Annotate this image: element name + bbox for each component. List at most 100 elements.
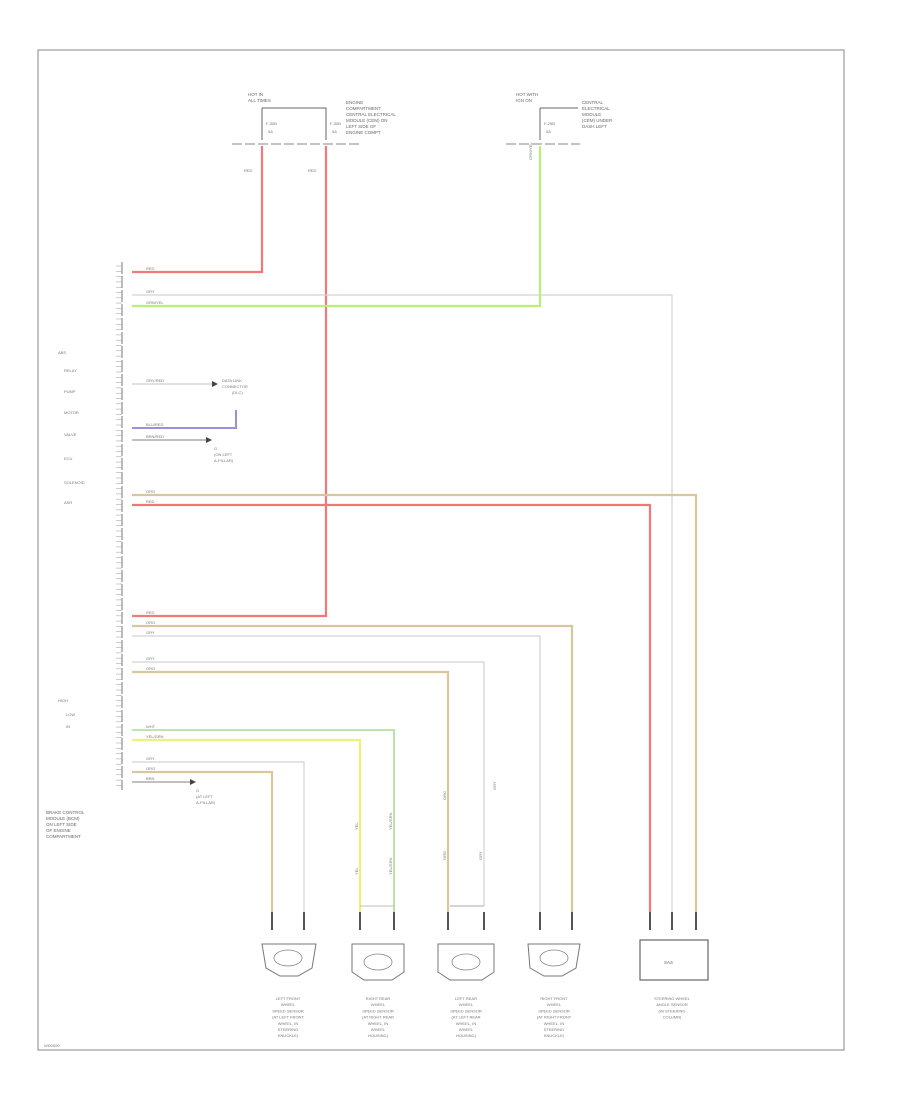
label-org-lr: ORG [146, 666, 155, 671]
label-vert-grn-1: YEL/GRN [388, 812, 393, 830]
ground-ref-mid: G (ON LEFT A-PILLAR) [206, 437, 234, 463]
steering-wheel-angle-sensor: SAS [639, 939, 709, 981]
fuse-left-header-2: ALL TIMES [248, 98, 271, 103]
label-vert-org-lr2: ORG [442, 851, 447, 860]
label-grn-yel-pin4: GRN/YEL [146, 300, 164, 305]
component-caption-yaw-0: STEERING WHEEL [654, 996, 691, 1001]
label-org-rf: ORG [146, 620, 155, 625]
brake-control-module-connector [116, 262, 123, 790]
label-red-fuse: RED [146, 610, 155, 615]
connector-pin-ticks [116, 265, 122, 786]
label-vert-yel-2: YEL [354, 867, 359, 875]
wire-grn-yel-ign [132, 146, 542, 308]
wire-labels: RED RED RED GRY GRN/YEL GRY/RED BLU/RED … [146, 142, 533, 875]
wire-wht-grn-rr [132, 729, 395, 912]
label-vert-grn-yel: GRN/YEL [528, 142, 533, 160]
right-front-wheel-speed-sensor [527, 943, 581, 977]
wire-red-fuse-left [132, 146, 264, 274]
fuse-block-right: HOT WITH IGN ON F-25B 5A CENTRAL ELECTRI… [506, 92, 613, 145]
component-caption-lr-0: LEFT REAR [455, 996, 477, 1001]
wire-org-rf [132, 624, 574, 912]
component-caption-rf-0: RIGHT FRONT [540, 996, 568, 1001]
label-gry-pin3: GRY [146, 289, 155, 294]
module-caption-1: BRAKE CONTROL [46, 810, 85, 815]
module-side-lower-3: IN [66, 724, 70, 729]
wires [132, 146, 698, 912]
ground-bottom-3: A-PILLAR) [196, 800, 216, 805]
label-red-right: RED [308, 168, 317, 173]
label-brn-ground: BRN [146, 776, 155, 781]
fuse-right-caption-4: (CEM) UNDER [582, 118, 613, 123]
component-caption-lr-6: HOUSING) [456, 1033, 477, 1038]
component-caption-rf-2: SPEED SENSOR [538, 1008, 570, 1013]
component-caption-yaw-2: (IN STEERING [659, 1008, 686, 1013]
module-side-lower-1: HIGH [58, 698, 68, 703]
fuse-left-row-1: F-30B [266, 121, 277, 126]
component-caption-yaw-1: ANGLE SENSOR [656, 1002, 688, 1007]
module-side-text-1: ABS [58, 350, 66, 355]
fuse-left-row-2: 5A [268, 129, 273, 134]
left-front-wheel-speed-sensor [261, 943, 317, 977]
label-org-sas: ORG [146, 489, 155, 494]
module-caption-3: ON LEFT SIDE [46, 822, 77, 827]
left-rear-wheel-speed-sensor [437, 943, 495, 981]
label-org-lf: ORG [146, 766, 155, 771]
label-vert-grn-2: YEL/GRN [388, 857, 393, 875]
component-caption-lr-1: WHEEL [459, 1002, 474, 1007]
component-caption-rr-3: (AT RIGHT REAR [362, 1015, 394, 1020]
wire-gry-lf [132, 761, 305, 912]
label-red-pin1: RED [146, 266, 155, 271]
wire-gry-rf [132, 635, 541, 912]
fuse-left-header-1: HOT IN [248, 92, 263, 97]
fuse-right-caption-1: CENTRAL [582, 100, 604, 105]
footer-code: WD0000 [44, 1043, 60, 1048]
component-caption-lf-4: WHEEL, IN [278, 1021, 299, 1026]
label-gry-red-dlc: GRY/RED [146, 378, 164, 383]
component-pins [271, 912, 697, 930]
module-side-labels: ABS RELAY PUMP MOTOR VALVE ECU SOLENOID … [58, 350, 85, 729]
fuse-left-right-row-2: 5A [332, 129, 337, 134]
dlc-ref: DATA LINK CONNECTOR (DLC) [212, 378, 248, 395]
label-vert-org-lr: ORG [442, 791, 447, 800]
fuse-left-caption-3: CENTRAL ELECTRICAL [346, 112, 396, 117]
component-caption-lf-5: STEERING [278, 1027, 298, 1032]
module-side-text-3: PUMP [64, 389, 76, 394]
module-side-text-8: ASR [64, 500, 72, 505]
label-yel-grn: YEL/GRN [146, 734, 164, 739]
component-caption-rr-5: WHEEL [371, 1027, 386, 1032]
ground-bottom-1: G [196, 788, 199, 793]
label-wht-grn: WHT [146, 724, 156, 729]
wire-red-fuse-left-2 [132, 146, 328, 618]
label-gry-lr: GRY [146, 656, 155, 661]
component-caption-lf-1: WHEEL [281, 1002, 296, 1007]
component-caption-rr-4: WHEEL, IN [368, 1021, 389, 1026]
fuse-right-caption-2: ELECTRICAL [582, 106, 610, 111]
module-side-text-6: ECU [64, 456, 73, 461]
component-caption-lf-0: LEFT FRONT [276, 996, 301, 1001]
fuse-block-left: HOT IN ALL TIMES F-30B 5A F-30B 5A ENGIN… [232, 92, 396, 145]
component-caption-lr-5: WHEEL [459, 1027, 474, 1032]
label-gry-rf: GRY [146, 630, 155, 635]
module-side-text-7: SOLENOID [64, 480, 85, 485]
wire-gry-sas [132, 294, 673, 912]
label-brn-red: BRN/RED [146, 434, 164, 439]
component-caption-rr-6: HOUSING) [368, 1033, 389, 1038]
fuse-right-caption-3: MODULE [582, 112, 601, 117]
ground-mid-1: G [214, 446, 217, 451]
label-vert-gry-lr-b: GRY [492, 781, 497, 790]
module-caption-4: OF ENGINE [46, 828, 71, 833]
label-vert-yel-1: YEL [354, 822, 359, 830]
wire-yel-grn-rr [132, 738, 362, 912]
wire-org-sas [132, 493, 698, 912]
fuse-right-header-2: IGN ON [516, 98, 532, 103]
component-caption-lr-4: WHEEL, IN [456, 1021, 477, 1026]
component-caption-rf-1: WHEEL [547, 1002, 562, 1007]
fuse-left-right-row-1: F-30B [330, 121, 341, 126]
wire-org-lr [132, 670, 450, 912]
fuse-right-header-1: HOT WITH [516, 92, 538, 97]
sas-inner-label: SAS [664, 960, 673, 965]
fuse-left-caption-4: MODULE (CEM) ON [346, 118, 388, 123]
component-caption-lr-3: (AT LEFT REAR [451, 1015, 480, 1020]
module-side-text-5: VALVE [64, 432, 77, 437]
ground-ref-bottom: G (AT LEFT A-PILLAR) [190, 779, 216, 805]
